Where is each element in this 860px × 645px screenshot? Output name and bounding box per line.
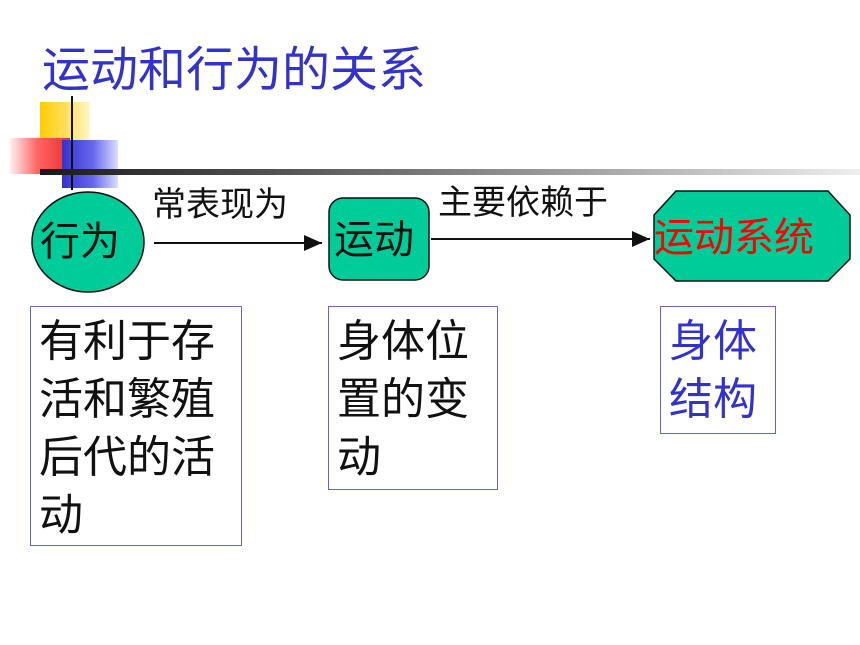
system-description-box: 身体 结构 bbox=[660, 306, 776, 434]
page-title: 运动和行为的关系 bbox=[42, 42, 427, 98]
edge-label-behavior-to-movement: 常表现为 bbox=[152, 185, 288, 225]
behavior-node-shape bbox=[31, 191, 145, 293]
decor-horizontal-rule bbox=[40, 169, 860, 175]
movement-description-text: 身体位 置的变 动 bbox=[337, 316, 469, 483]
movement-node-label: 运动 bbox=[334, 217, 414, 263]
system-node-label: 运动系统 bbox=[654, 215, 814, 261]
behavior-description-box: 有利于存 活和繁殖 后代的活 动 bbox=[30, 306, 242, 546]
movement-node-shape bbox=[328, 197, 430, 281]
decor-red-bar bbox=[10, 138, 70, 174]
behavior-description-text: 有利于存 活和繁殖 后代的活 动 bbox=[39, 316, 215, 541]
decor-vertical-line bbox=[71, 96, 73, 190]
system-description-text: 身体 结构 bbox=[669, 316, 757, 425]
behavior-node-label: 行为 bbox=[40, 219, 120, 265]
edge-label-movement-to-system: 主要依赖于 bbox=[438, 183, 608, 223]
system-node-shape bbox=[653, 190, 851, 282]
movement-description-box: 身体位 置的变 动 bbox=[328, 306, 498, 490]
